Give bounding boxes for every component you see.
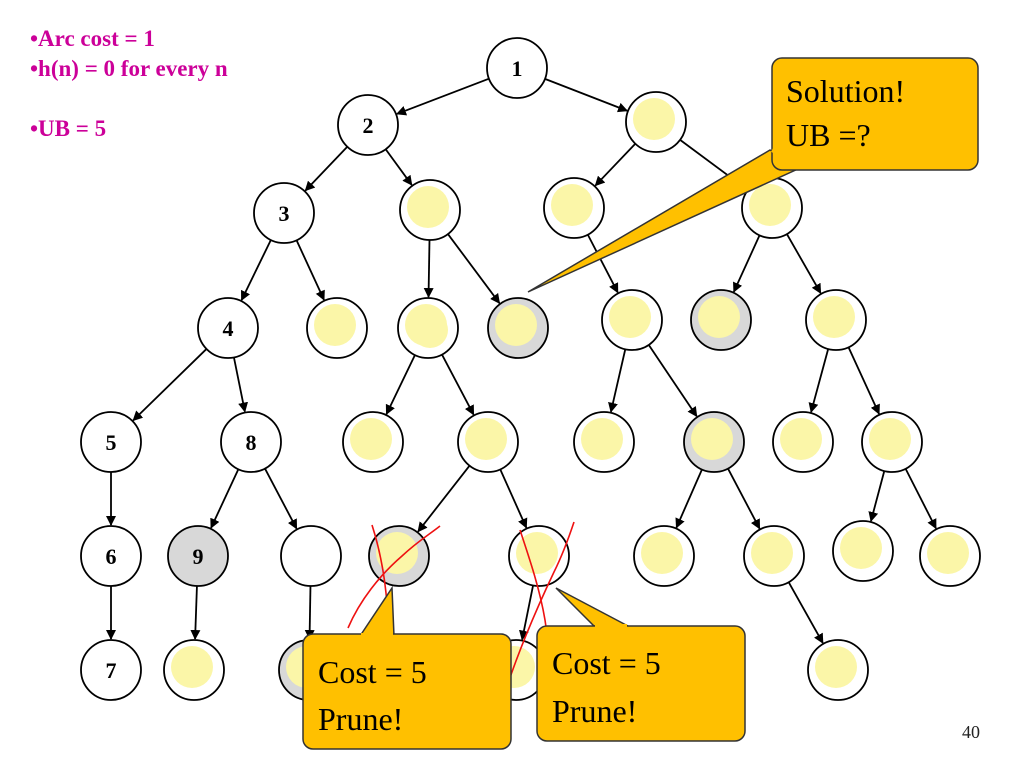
tree-nodes: 1 2 3 4 1 5 8 6 9 7: [80, 37, 981, 701]
tree-edge: [544, 78, 629, 113]
tree-edge: [423, 239, 434, 299]
tree-edge: [499, 469, 528, 529]
tree-edge: [733, 234, 761, 293]
tree-node-label: 9: [193, 544, 204, 569]
tree-edge: [384, 148, 413, 186]
tree-edge: [786, 233, 822, 294]
tree-node: [306, 297, 368, 359]
tree-edge: [304, 585, 315, 641]
bullet-heuristic: •h(n) = 0 for every n: [30, 56, 228, 81]
tree-edge: [240, 239, 272, 302]
tree-node: [601, 289, 663, 351]
tree-edge: [868, 470, 886, 523]
tree-node: [805, 289, 867, 351]
tree-edge: [904, 468, 937, 530]
tree-node: [743, 525, 805, 587]
callout-cost-left-line2: Prune!: [318, 701, 403, 737]
tree-edge: [132, 348, 208, 422]
tree-node-label: 2: [363, 113, 374, 138]
tree-node-n8: 8: [220, 411, 282, 473]
tree-node: [342, 411, 404, 473]
callout-cost-right: Cost = 5 Prune!: [536, 587, 746, 742]
tree-node-n9: 9: [167, 525, 229, 587]
tree-node: [368, 525, 430, 587]
tree-node: [633, 525, 695, 587]
tree-edge: [385, 354, 416, 415]
bullet-arc-cost: •Arc cost = 1: [30, 26, 155, 51]
tree-edge: [264, 468, 298, 530]
tree-edge: [586, 234, 619, 294]
tree-node: [832, 520, 894, 582]
callout-cost-right-line2: Prune!: [552, 693, 637, 729]
tree-node: [457, 411, 519, 473]
tree-node: [919, 525, 981, 587]
callout-solution-line2: UB =?: [786, 117, 871, 153]
tree-node: [741, 177, 803, 239]
tree-edge: [417, 465, 471, 533]
tree-node-n7: 7: [80, 639, 142, 701]
tree-node: [543, 177, 605, 239]
bullet-list: •Arc cost = 1 •h(n) = 0 for every n •UB …: [30, 24, 228, 144]
callout-cost-right-line1: Cost = 5: [552, 645, 661, 681]
tree-edge: [647, 344, 698, 418]
tree-edge: [594, 143, 636, 187]
tree-node-label: 1: [512, 56, 523, 81]
tree-edge: [808, 348, 830, 414]
tree-edge: [233, 357, 248, 413]
tree-node-n6: 6: [80, 525, 142, 587]
tree-node-label: 7: [106, 658, 117, 683]
tree-node: [487, 297, 549, 359]
tree-node: [573, 411, 635, 473]
tree-node: [163, 639, 225, 701]
tree-node-n4: 4: [197, 297, 259, 359]
tree-node: [280, 525, 342, 587]
tree-node-label: 8: [246, 430, 257, 455]
callout-solution: Solution! UB =?: [527, 57, 979, 293]
tree-node-label: 5: [106, 430, 117, 455]
tree-edge: [447, 233, 501, 304]
bullet-upper-bound: •UB = 5: [30, 116, 107, 141]
tree-node-n5: 5: [80, 411, 142, 473]
callout-cost-left-line1: Cost = 5: [318, 654, 427, 690]
tree-node: [772, 411, 834, 473]
prune-mark-left-1: [347, 525, 441, 629]
tree-edge: [304, 146, 348, 192]
tree-node-n1: 1: [486, 37, 548, 99]
tree-edge: [210, 468, 240, 529]
tree-node-label: 3: [279, 201, 290, 226]
tree-node: [625, 91, 687, 153]
tree-node: [683, 411, 745, 473]
tree-edge: [396, 77, 490, 116]
tree-node: [807, 639, 869, 701]
tree-edge: [190, 585, 201, 641]
tree-edge: [295, 239, 325, 301]
tree-node-n3: 3: [253, 182, 315, 244]
tree-node: [861, 411, 923, 473]
tree-edge: [787, 581, 824, 644]
tree-edge: [727, 468, 761, 530]
tree-node-label: 4: [223, 316, 234, 341]
callout-solution-line1: Solution!: [786, 73, 905, 109]
tree-edge: [847, 346, 880, 415]
tree-edge: [675, 469, 703, 529]
tree-node: [508, 525, 570, 587]
callout-cost-left: Cost = 5 Prune!: [302, 585, 512, 750]
tree-edge: [608, 349, 627, 413]
tree-edge: [441, 354, 475, 416]
tree-node: [690, 289, 752, 351]
tree-node-n10: 1: [397, 297, 459, 359]
tree-edges: [106, 77, 937, 644]
tree-node-label: 6: [106, 544, 117, 569]
tree-edge: [519, 585, 534, 641]
tree-node: [399, 179, 461, 241]
page-number: 40: [962, 722, 980, 742]
tree-node-n2: 2: [337, 94, 399, 156]
